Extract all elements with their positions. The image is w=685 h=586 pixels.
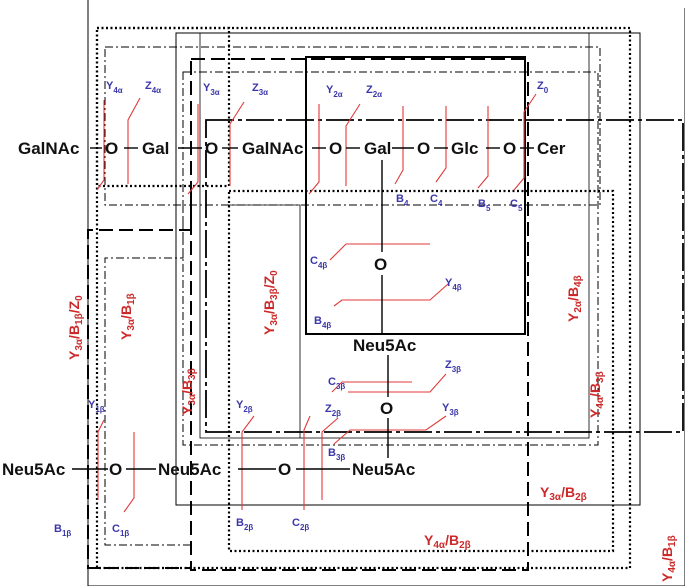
cut-c4b <box>329 243 430 261</box>
label-b4: B4 <box>396 193 409 208</box>
box-dashed-long <box>190 58 529 571</box>
cut-y3a <box>187 104 199 195</box>
cut-z3a <box>229 101 245 186</box>
label-z2b: Z2β <box>325 403 341 418</box>
o-link-1: O <box>105 139 118 158</box>
glc: Glc <box>451 139 478 158</box>
o-link-3: O <box>329 139 342 158</box>
cut-z4a <box>127 97 141 184</box>
region-y3a-b2b: Y3α/B2β <box>540 484 587 503</box>
cut-c2b <box>303 415 311 510</box>
cut-z2b <box>321 417 339 500</box>
label-z2a: Z2α <box>366 84 382 99</box>
label-z4a: Z4α <box>145 80 161 95</box>
label-c5: C5 <box>510 198 523 213</box>
box-dotted-lower <box>227 189 615 553</box>
region-y3a-b1b: Y3α/B1β <box>118 293 137 340</box>
label-c1b: C1β <box>112 523 129 538</box>
cut-b4 <box>394 106 404 185</box>
gal-2: Gal <box>364 139 391 158</box>
label-c4: C4 <box>430 193 443 208</box>
region-y4a-b1b: Y4α/B1β <box>659 535 678 582</box>
box-long-dash-right <box>205 119 684 433</box>
label-c3b: C3β <box>328 376 345 391</box>
region-y3a-b3b: Y3α/B3β <box>179 368 198 415</box>
box-dotted-large <box>95 26 632 570</box>
cut-b3b <box>333 415 447 445</box>
label-y2b: Y2β <box>236 399 253 414</box>
cut-z3b <box>348 373 447 393</box>
region-y4a-b3b: Y4α/B3β <box>587 371 606 418</box>
label-y1b: Y1β <box>88 399 105 414</box>
cut-b4b <box>333 283 449 307</box>
chain-labels: GalNAc O Gal O GalNAc O Gal O Glc O Cer … <box>2 139 566 479</box>
neu5ac-center: Neu5Ac <box>158 460 221 479</box>
label-y3b: Y3β <box>442 402 459 417</box>
region-y4a-b2b: Y4α/B2β <box>424 532 471 551</box>
o-link-4: O <box>417 139 430 158</box>
label-c2b: C2β <box>292 517 309 532</box>
region-y2a-b4b: Y2α/B4β <box>565 275 584 322</box>
o-link-2: O <box>205 139 218 158</box>
cut-c4 <box>435 106 447 183</box>
neu5ac-right: Neu5Ac <box>352 460 415 479</box>
cut-y4a <box>96 100 105 191</box>
box-dotted-top <box>95 26 231 188</box>
region-labels: Y3α/B1β/Z0 Y3α/B1β Y3α/B3β/Z0 Y3α/B3β Y2… <box>66 270 678 582</box>
box-dashed-left <box>87 188 192 569</box>
box-dashdot-right <box>182 71 599 446</box>
cleavage-lines <box>96 93 537 513</box>
o-link-5: O <box>503 139 516 158</box>
cut-c1b <box>123 432 135 513</box>
neu5ac-mid: Neu5Ac <box>353 336 416 355</box>
box-solid-center <box>305 56 526 335</box>
fragment-labels: Y4α Z4α Y3α Z3α Y2α Z2α Z0 B4 C4 B5 C5 C… <box>54 80 549 538</box>
label-c4b: C4β <box>310 255 327 270</box>
label-z0: Z0 <box>537 80 549 95</box>
cut-y2a <box>308 104 320 195</box>
label-b4b: B4β <box>314 315 331 330</box>
label-b2b: B2β <box>236 517 253 532</box>
label-y4b: Y4β <box>445 277 462 292</box>
region-y3a-b3b-z0: Y3α/B3β/Z0 <box>261 270 280 335</box>
region-boxes <box>87 0 685 586</box>
box-thin-inner <box>199 32 590 439</box>
cut-b5 <box>477 106 489 189</box>
label-y2a: Y2α <box>326 84 343 99</box>
o-branch-2: O <box>380 399 393 418</box>
cut-y2b <box>241 415 255 510</box>
neu5ac-left: Neu5Ac <box>2 460 65 479</box>
label-b1b: B1β <box>54 523 71 538</box>
label-y4a: Y4α <box>106 80 123 95</box>
region-y3a-b1b-z0: Y3α/B1β/Z0 <box>66 295 85 360</box>
cut-c5 <box>513 93 537 191</box>
box-outer-solid <box>87 0 685 586</box>
cut-y1b <box>97 419 105 500</box>
galnac-1: GalNAc <box>18 139 79 158</box>
galnac-2: GalNAc <box>242 139 303 158</box>
box-dashdot-mid <box>104 46 601 206</box>
o-bottom-1: O <box>109 460 122 479</box>
label-z3a: Z3α <box>252 82 268 97</box>
box-solid-thin <box>175 32 641 506</box>
label-b3b: B3β <box>328 447 345 462</box>
bond-lines <box>72 147 534 470</box>
o-branch-1: O <box>374 255 387 274</box>
box-dashdot-left <box>104 205 192 546</box>
label-y3a: Y3α <box>203 82 220 97</box>
box-thin-left-link <box>229 204 301 438</box>
gal-1: Gal <box>142 139 169 158</box>
o-bottom-2: O <box>278 460 291 479</box>
cut-z2a <box>345 103 361 186</box>
cer: Cer <box>537 139 566 158</box>
label-b5: B5 <box>478 198 491 213</box>
label-z3b: Z3β <box>445 359 461 374</box>
